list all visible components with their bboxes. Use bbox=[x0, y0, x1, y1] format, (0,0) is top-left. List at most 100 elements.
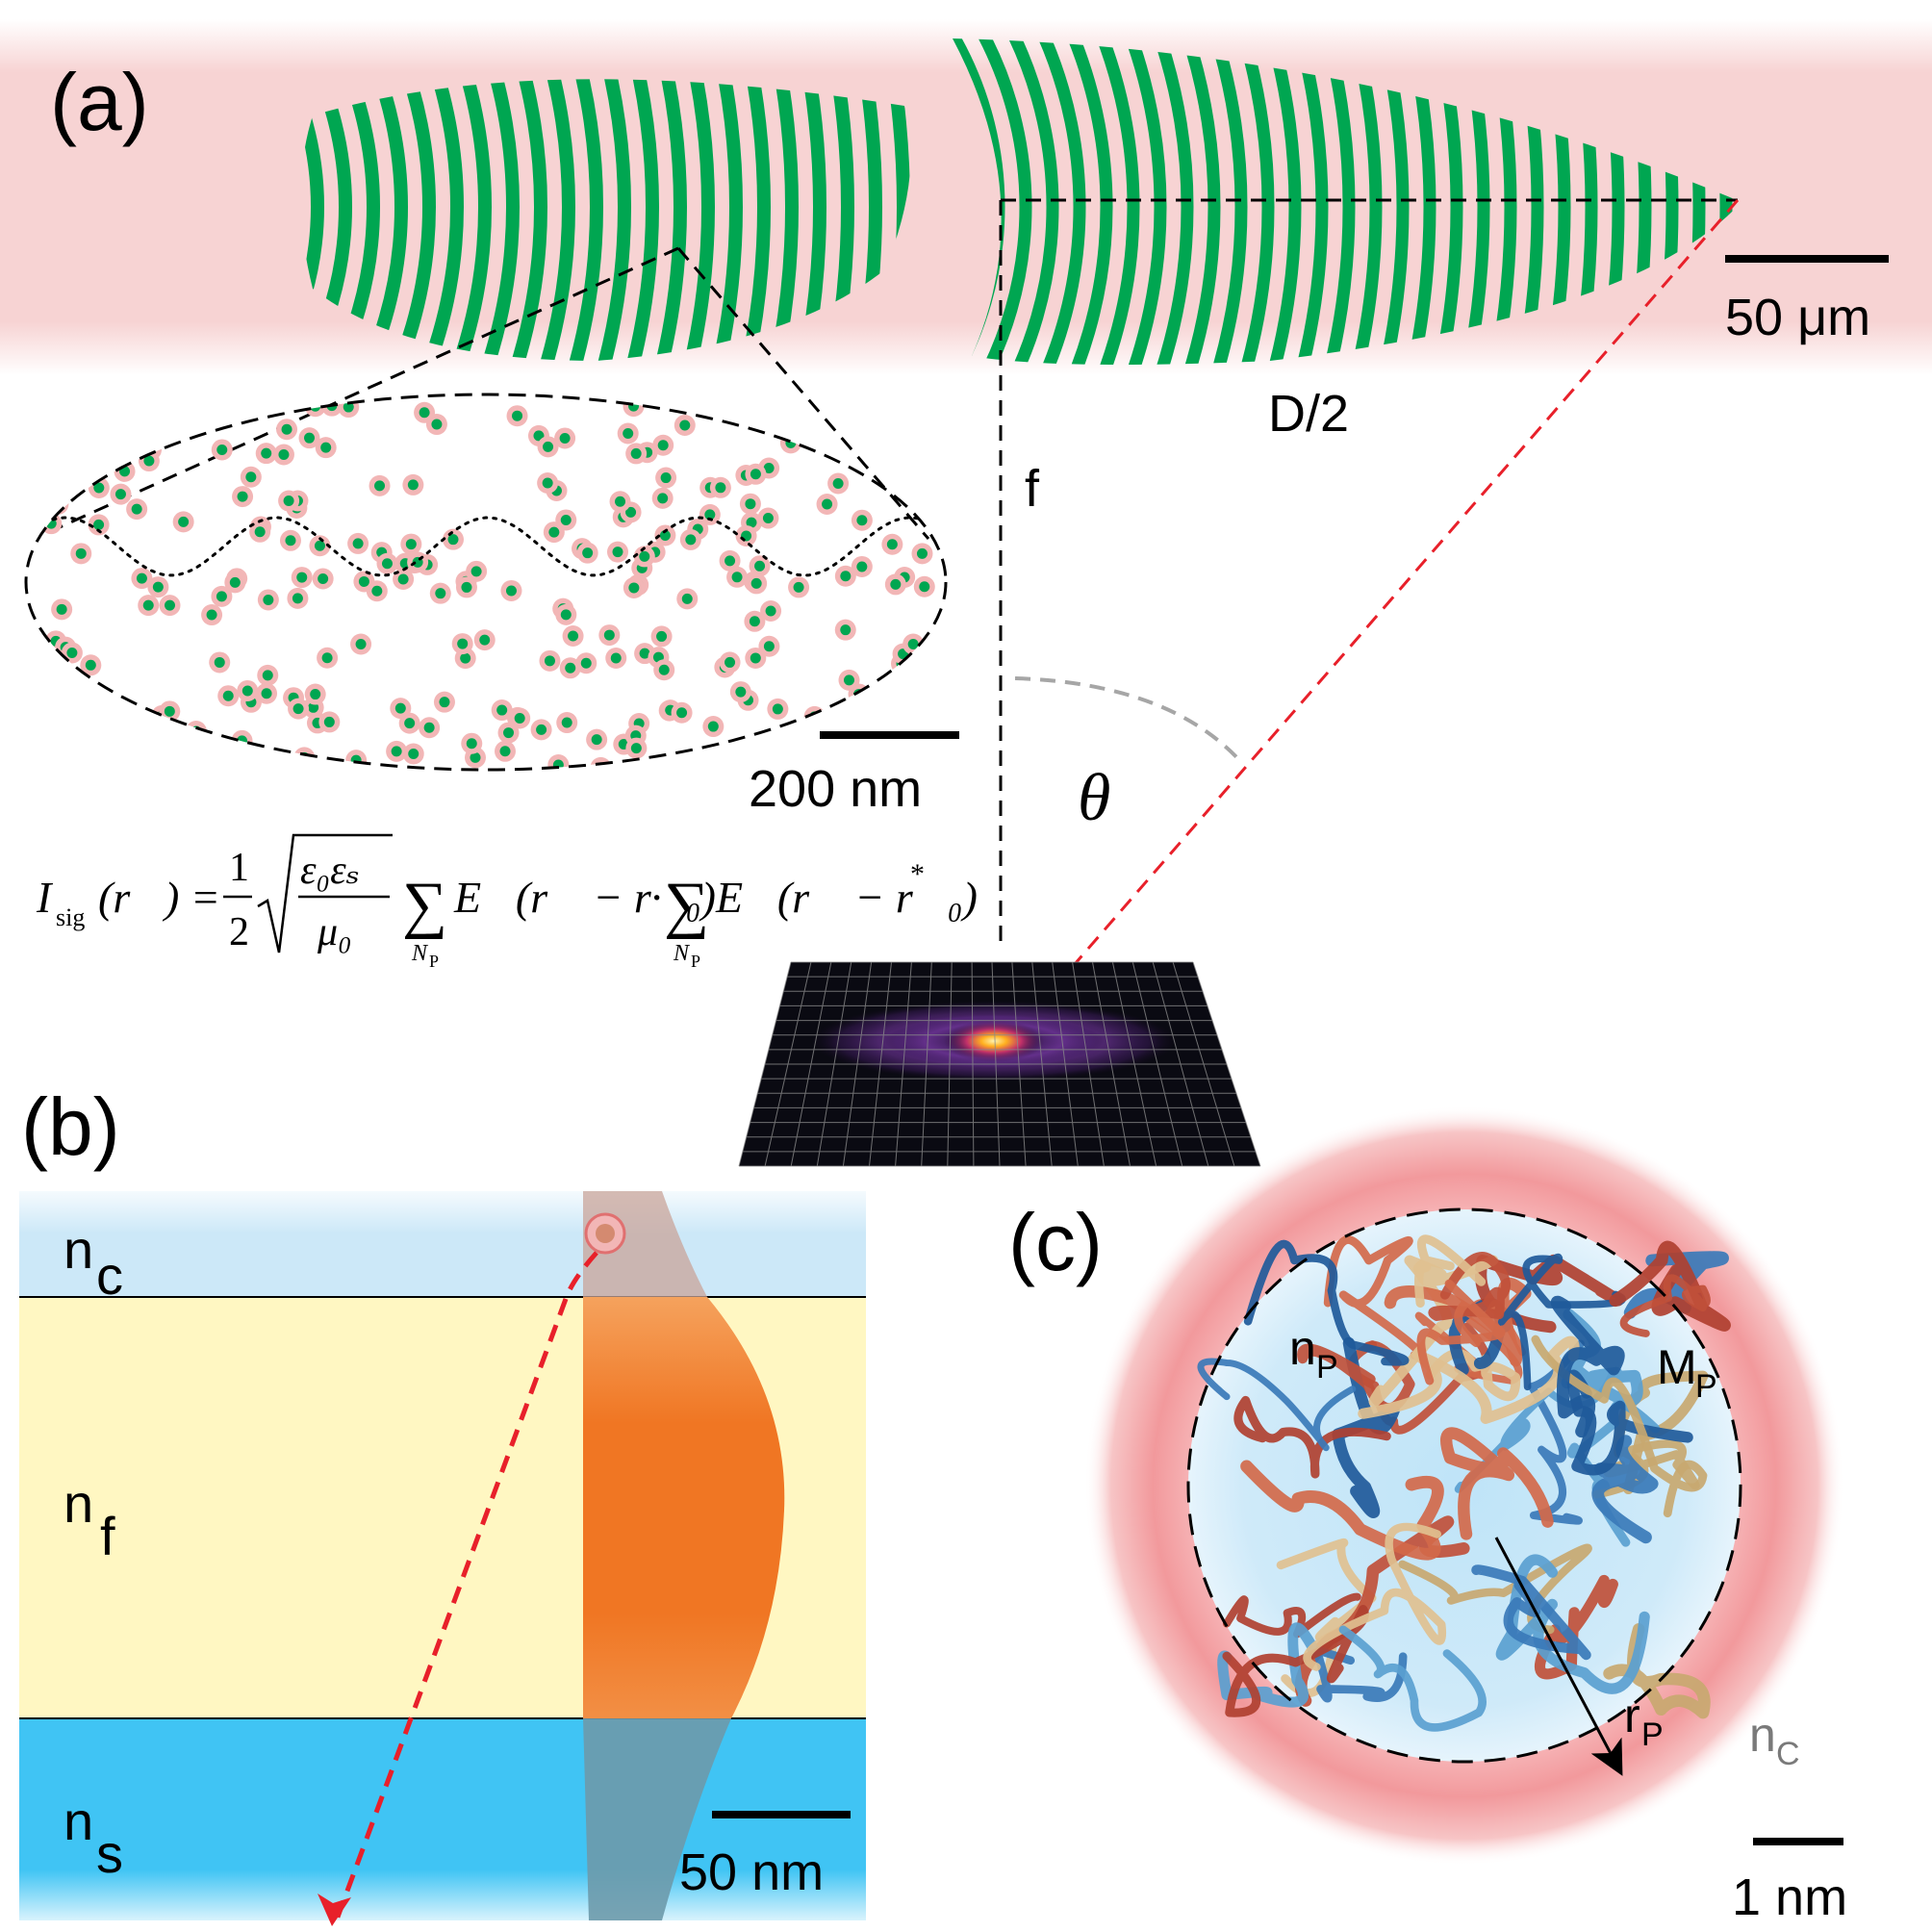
panel-a-label: (a) bbox=[50, 57, 149, 147]
panel-b: (b) n c n f n s 50 nm bbox=[19, 1081, 866, 1926]
grating-ring bbox=[1309, 38, 1436, 365]
grating-ring bbox=[597, 79, 715, 362]
protein-ribbon bbox=[1591, 1435, 1659, 1544]
radius-arrow bbox=[1494, 1537, 1623, 1776]
protein-ribbon bbox=[1428, 1252, 1511, 1321]
grating-ring bbox=[740, 79, 882, 362]
grating-ring bbox=[1218, 38, 1329, 365]
grating-ring bbox=[1402, 38, 1544, 365]
eq-sum-1-subsub: P bbox=[429, 952, 439, 971]
index-substrate-sub: s bbox=[96, 1823, 123, 1884]
eq-sqrt-den: μ₀ bbox=[317, 910, 352, 954]
grating-ring bbox=[1379, 38, 1517, 365]
index-protein-sub: P bbox=[1316, 1349, 1338, 1385]
grating-ring bbox=[300, 79, 324, 362]
grating-ring bbox=[1034, 38, 1113, 365]
nanoparticle bbox=[590, 756, 612, 770]
grating-ring bbox=[1103, 38, 1194, 365]
grating-ring bbox=[431, 79, 520, 362]
index-film: n bbox=[64, 1473, 93, 1534]
mass-protein-sub: P bbox=[1695, 1368, 1717, 1405]
protein-ribbon bbox=[1358, 1335, 1580, 1424]
grating-ring bbox=[502, 79, 603, 362]
signal-intensity-equation: I sig (r⃗) = 1 2 ε₀εₛ μ₀ ∑ N P E⃗(r⃗ − r… bbox=[36, 833, 978, 971]
eq-lhs-sub: sig bbox=[56, 903, 85, 931]
eq-frac-den: 2 bbox=[229, 910, 249, 954]
half-aperture-label: D/2 bbox=[1268, 385, 1349, 443]
protein-ribbon bbox=[1217, 1622, 1317, 1708]
protein-ribbon bbox=[1566, 1369, 1693, 1476]
scale-bar-b-label: 50 nm bbox=[679, 1843, 824, 1901]
protein-boundary bbox=[1186, 1208, 1742, 1764]
eq-field-1: E⃗(r⃗ − r⃗₀) bbox=[453, 873, 716, 922]
nanoparticle-inset bbox=[24, 393, 948, 772]
angle-arc bbox=[1014, 676, 1243, 764]
grating-ring bbox=[526, 79, 631, 362]
protein-ribbon bbox=[1303, 1522, 1447, 1671]
index-cover-c-sub: C bbox=[1776, 1736, 1800, 1772]
eq-sum-1: ∑ bbox=[402, 870, 447, 940]
protein-ribbon bbox=[1197, 1358, 1357, 1452]
grating-ring bbox=[550, 79, 659, 362]
grating-ring bbox=[1126, 38, 1221, 365]
grating-ring bbox=[1356, 38, 1490, 365]
grating-line-wave bbox=[51, 516, 921, 577]
grating-ring bbox=[1424, 38, 1571, 365]
protein-ribbon bbox=[1440, 1427, 1554, 1540]
marginal-ray bbox=[1004, 199, 1740, 1045]
grating-ring bbox=[693, 79, 826, 362]
eq-conj: * bbox=[910, 858, 925, 890]
protein-ribbon bbox=[1550, 1295, 1625, 1438]
grating-ring bbox=[988, 38, 1059, 365]
grating-ring bbox=[455, 79, 547, 362]
angle-label: θ bbox=[1078, 761, 1110, 835]
eq-frac-num: 1 bbox=[229, 846, 249, 890]
grating-ring bbox=[478, 79, 575, 362]
grating-ring bbox=[1539, 38, 1706, 365]
index-cover: n bbox=[64, 1219, 93, 1280]
grating-ring bbox=[360, 79, 436, 362]
grating-ring bbox=[1333, 38, 1463, 365]
eq-sum-1-sub: N bbox=[411, 941, 429, 966]
protein-ribbon bbox=[1297, 1340, 1415, 1413]
grating-ring bbox=[383, 79, 464, 362]
scale-bar-lens bbox=[1725, 255, 1889, 263]
scale-bar-c-label: 1 nm bbox=[1732, 1868, 1847, 1926]
grating-ring bbox=[1149, 38, 1248, 365]
panel-b-label: (b) bbox=[21, 1081, 120, 1172]
grating-ring bbox=[1286, 38, 1410, 365]
eq-sum-2: ∑ bbox=[664, 870, 709, 940]
protein-ribbon bbox=[1475, 1254, 1624, 1334]
eq-dot: · bbox=[649, 873, 664, 922]
grating-ring bbox=[1447, 38, 1598, 365]
grating-ring bbox=[573, 79, 687, 362]
zoom-line-right bbox=[676, 247, 930, 540]
grating-ring bbox=[407, 79, 492, 362]
index-protein: n bbox=[1289, 1321, 1316, 1375]
grating-ring bbox=[717, 79, 854, 362]
panel-a: (a) D/2 f θ 50 μm 200 nm I sig (r⃗) = 1 bbox=[0, 19, 1932, 1167]
protein-ribbon bbox=[1412, 1234, 1487, 1309]
protein-ribbon bbox=[1535, 1574, 1618, 1680]
evanescent-tail-substrate bbox=[583, 1718, 731, 1920]
protein-ribbon bbox=[1619, 1274, 1711, 1337]
zoom-line-left bbox=[59, 246, 679, 529]
grating-ring bbox=[622, 79, 743, 362]
radius-protein-sub: P bbox=[1641, 1716, 1664, 1753]
protein-ribbon bbox=[1222, 1592, 1361, 1639]
eq-sqrt-num: ε₀εₛ bbox=[300, 849, 360, 893]
protein-ribbon bbox=[1240, 1460, 1444, 1561]
index-cover-sub: c bbox=[96, 1245, 123, 1306]
eq-field-2: E⃗(r⃗ − r⃗₀) bbox=[715, 873, 978, 922]
scale-bar-inset bbox=[820, 731, 959, 739]
index-cover-c: n bbox=[1749, 1708, 1776, 1762]
scale-bar-c bbox=[1753, 1838, 1843, 1845]
eq-sum-2-subsub: P bbox=[691, 952, 700, 971]
nanoparticle bbox=[293, 747, 316, 769]
protein-ribbon-structure bbox=[1197, 1234, 1731, 1732]
grating-ring bbox=[764, 79, 910, 362]
protein-ribbon bbox=[1416, 1279, 1506, 1385]
grating-ring bbox=[1080, 38, 1167, 365]
scale-bar-lens-label: 50 μm bbox=[1725, 289, 1870, 346]
